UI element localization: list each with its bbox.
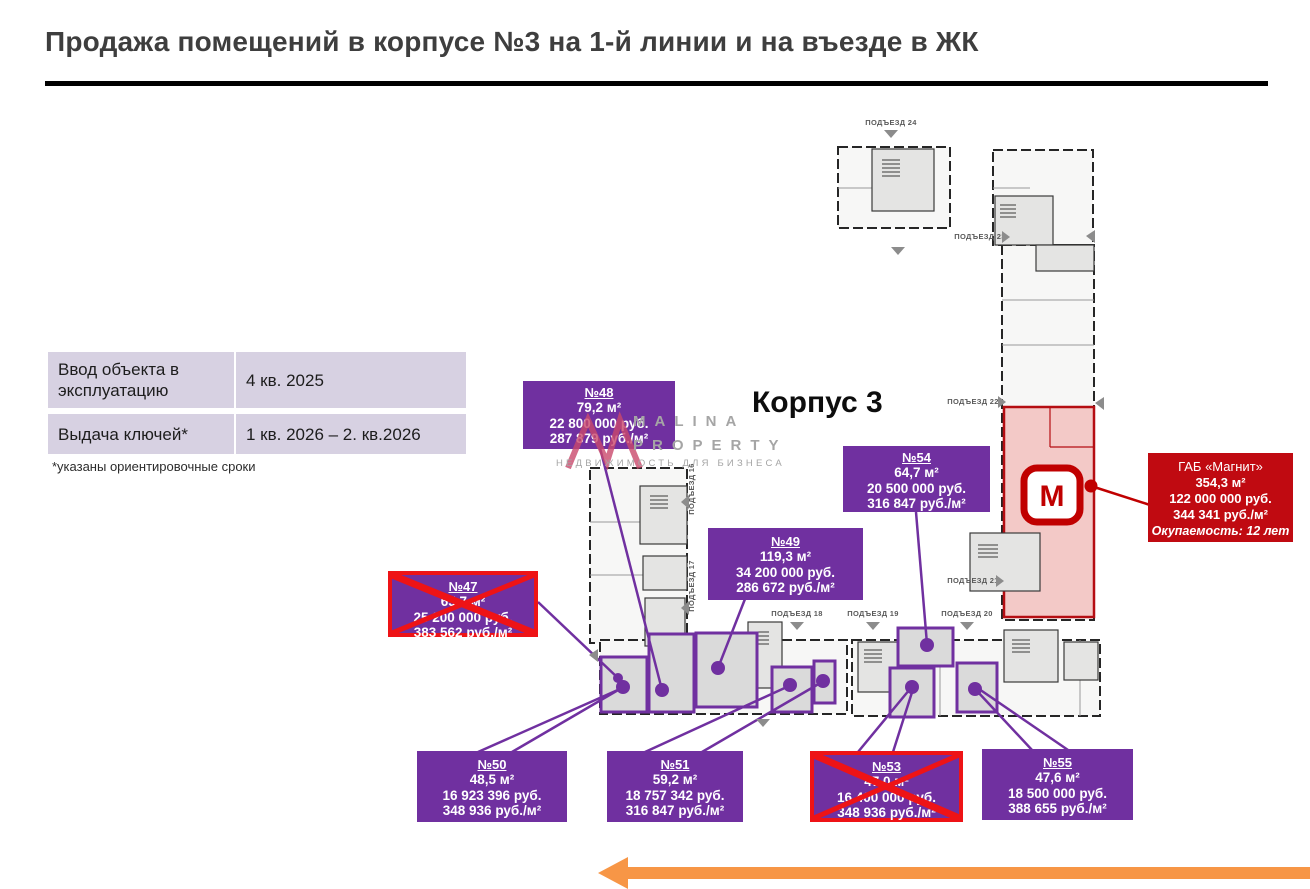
page-title: Продажа помещений в корпусе №3 на 1-й ли…	[45, 26, 979, 57]
unit-area: 48,5 м²	[469, 772, 515, 787]
entrance-arrows	[589, 130, 1104, 727]
info-value-keys: 1 кв. 2026 – 2. кв.2026	[236, 414, 466, 454]
unit-price: 34 200 000 руб.	[736, 564, 835, 580]
unit-label-54: №54 64,7 м² 20 500 000 руб. 316 847 руб.…	[843, 446, 990, 512]
direction-arrow	[598, 857, 1310, 889]
unit-area: 79,2 м²	[576, 400, 622, 415]
table-footnote: *указаны ориентировочные сроки	[52, 459, 256, 474]
unit-price-per-m2: 316 847 руб./м²	[867, 496, 966, 511]
unit-number: №47	[448, 579, 478, 594]
unit-label-53: №53 47,0 м² 16 400 000 руб. 348 936 руб.…	[810, 751, 963, 822]
watermark-brand-line1: MALINA	[633, 413, 746, 430]
entrance-21: ПОДЪЕЗД 21	[947, 576, 998, 585]
unit-area: 47,0 м²	[864, 774, 909, 789]
unit-label-51: №51 59,2 м² 18 757 342 руб. 316 847 руб.…	[607, 751, 743, 822]
gab-magnit-label: ГАБ «Магнит» 354,3 м² 122 000 000 руб. 3…	[1148, 453, 1293, 542]
unit-price: 20 500 000 руб.	[867, 480, 966, 496]
entrance-24: ПОДЪЕЗД 24	[865, 118, 917, 127]
table-row: Ввод объекта в эксплуатацию 4 кв. 2025	[48, 352, 466, 408]
callout-connectors	[477, 447, 1069, 754]
unit-price: 18 500 000 руб.	[1008, 785, 1107, 801]
unit-area: 119,3 м²	[759, 549, 812, 564]
unit-price-per-m2: 286 672 руб./м²	[736, 580, 835, 595]
watermark-tagline: НЕДВИЖИМОСТЬ ДЛЯ БИЗНЕСА	[556, 458, 785, 469]
unit-shape-53	[888, 666, 936, 719]
unit-number: №54	[902, 450, 931, 465]
unit-number: №51	[660, 757, 690, 772]
unit-number: №48	[584, 385, 614, 400]
callout-dots	[613, 638, 982, 697]
unit-area: 59,2 м²	[652, 772, 698, 787]
unit-price: 16 400 000 руб.	[837, 789, 936, 805]
unit-label-47: №47 65,7 м² 25 200 000 руб. 383 562 руб.…	[388, 571, 538, 640]
gab-payback: Окупаемость: 12 лет	[1151, 524, 1290, 538]
unit-price: 18 757 342 руб.	[625, 787, 725, 803]
unit-area: 47,6 м²	[1035, 770, 1080, 785]
entrance-17: ПОДЪЕЗД 17	[687, 560, 696, 611]
unit-shape-48	[647, 632, 696, 714]
table-row: Выдача ключей* 1 кв. 2026 – 2. кв.2026	[48, 414, 466, 454]
entrance-20: ПОДЪЕЗД 20	[941, 609, 992, 618]
gab-title: ГАБ «Магнит»	[1178, 459, 1263, 474]
malina-logo-icon	[565, 411, 643, 471]
info-table: Ввод объекта в эксплуатацию 4 кв. 2025 В…	[48, 352, 466, 460]
unit-number: №50	[477, 757, 507, 772]
entrance-22: ПОДЪЕЗД 22	[947, 397, 998, 406]
unit-label-55: №55 47,6 м² 18 500 000 руб. 388 655 руб.…	[982, 749, 1133, 820]
gab-price-per-m2: 344 341 руб./м²	[1173, 507, 1268, 522]
unit-number: №55	[1043, 755, 1072, 770]
magnit-logo-letter: М	[1040, 480, 1065, 513]
title-divider	[45, 81, 1268, 86]
unit-price: 25 200 000 руб.	[413, 609, 513, 625]
entrance-23: ПОДЪЕЗД 23	[954, 232, 1005, 241]
entrance-16: ПОДЪЕЗД 16	[687, 463, 696, 514]
magnit-logo-icon: М	[1020, 464, 1084, 526]
entrance-18: ПОДЪЕЗД 18	[771, 609, 822, 618]
unit-number: №53	[872, 759, 901, 774]
unit-price-per-m2: 348 936 руб./м²	[442, 803, 542, 818]
building-caption: Корпус 3	[752, 386, 883, 419]
entrance-labels: ПОДЪЕЗД 24 ПОДЪЕЗД 23 ПОДЪЕЗД 22 ПОДЪЕЗД…	[687, 118, 1005, 618]
unit-price-per-m2: 388 655 руб./м²	[1008, 801, 1107, 816]
unit-area: 65,7 м²	[440, 594, 486, 609]
stair-hatching	[650, 159, 1030, 663]
unit-label-49: №49 119,3 м² 34 200 000 руб. 286 672 руб…	[708, 528, 863, 600]
info-value-commissioning: 4 кв. 2025	[236, 352, 466, 408]
info-label-commissioning: Ввод объекта в эксплуатацию	[48, 352, 234, 408]
unit-price-per-m2: 348 936 руб./м²	[837, 805, 936, 820]
unit-number: №49	[771, 534, 800, 549]
gab-price: 122 000 000 руб.	[1169, 491, 1272, 506]
unit-price: 16 923 396 руб.	[442, 787, 542, 803]
unit-price-per-m2: 316 847 руб./м²	[625, 803, 725, 818]
gab-connector	[1084, 479, 1151, 507]
info-label-keys: Выдача ключей*	[48, 414, 234, 454]
unit-label-50: №50 48,5 м² 16 923 396 руб. 348 936 руб.…	[417, 751, 567, 822]
gab-area: 354,3 м²	[1195, 475, 1246, 490]
entrance-19: ПОДЪЕЗД 19	[847, 609, 898, 618]
unit-price-per-m2: 383 562 руб./м²	[413, 625, 513, 640]
watermark-brand-line2: PROPERTY	[633, 437, 788, 454]
unit-area: 64,7 м²	[894, 465, 939, 480]
